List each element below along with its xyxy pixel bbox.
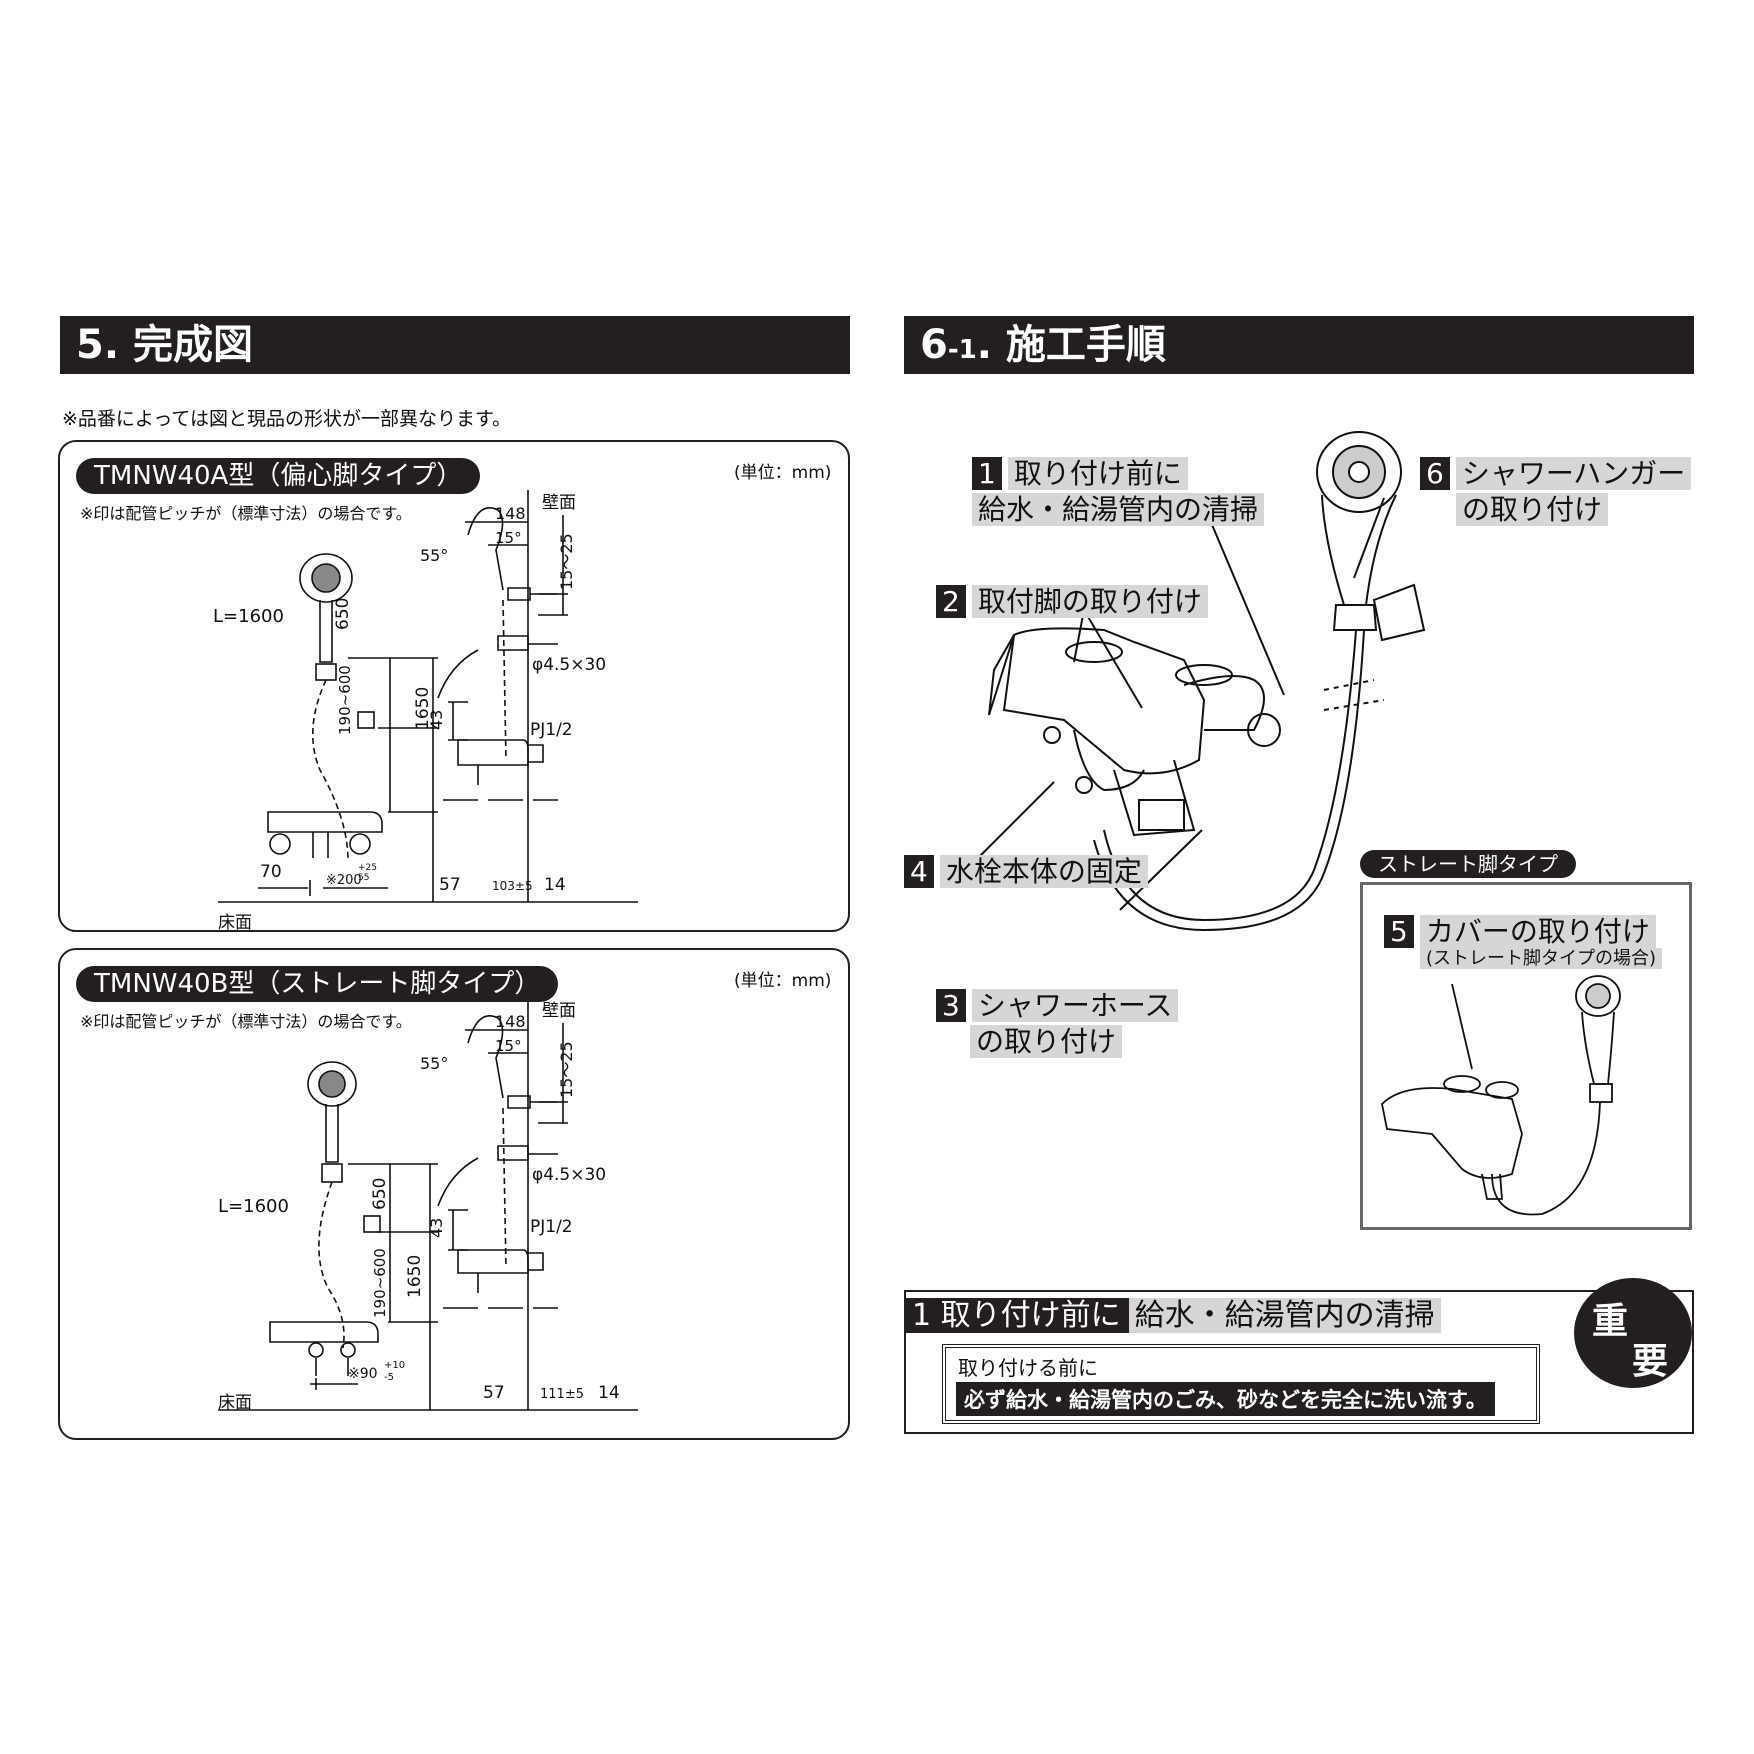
step4-line1: 水栓本体の固定: [939, 855, 1148, 888]
step5-line2-wrap: (ストレート脚タイプの場合): [1420, 944, 1663, 970]
panel-a-drawing: 壁面 床面 L=1600 650 190~600 1650 70 ※200 +2…: [213, 490, 638, 932]
b-15deg: 15°: [495, 1037, 522, 1055]
a-650: 650: [333, 598, 353, 630]
b-screw: φ4.5×30: [532, 1165, 606, 1185]
b-pitch: ※90: [348, 1366, 378, 1382]
panel-b-note: ※印は配管ピッチが（標準寸法）の場合です。: [80, 1012, 412, 1031]
assembly-drawing: [973, 431, 1426, 932]
b-111: 111±5: [540, 1387, 584, 1402]
b-15-25: 15～25: [557, 1041, 576, 1098]
a-hose: L=1600: [213, 606, 284, 627]
a-1650: 1650: [413, 687, 433, 730]
important-num: 1: [912, 1298, 932, 1333]
step6-num: 6: [1420, 457, 1450, 490]
step5-line2: (ストレート脚タイプの場合): [1420, 948, 1663, 969]
important-head2: 給水・給湯管内の清掃: [1128, 1298, 1441, 1333]
straight-inset-drawing: [1381, 975, 1621, 1216]
step1-line1: 取り付け前に: [1007, 457, 1188, 490]
step1-line2-wrap: 給水・給湯管内の清掃: [972, 488, 1265, 528]
a-floor: 床面: [218, 913, 252, 932]
panel-b-model: TMNW40B型（ストレート脚タイプ）: [76, 966, 559, 1002]
b-650: 650: [370, 1178, 390, 1210]
important-text2: 必ず給水・給湯管内のごみ、砂などを完全に洗い流す。: [956, 1382, 1495, 1416]
b-pitch-dn: -5: [384, 1372, 394, 1383]
section6-title-rest: . 施工手順: [976, 322, 1166, 368]
a-57: 57: [439, 875, 461, 895]
a-15deg: 15°: [495, 529, 522, 547]
section6-title-sub: -1: [947, 335, 977, 365]
section5-title: 5. 完成図: [76, 322, 253, 368]
important-head-left: 1 取り付け前に: [904, 1298, 1129, 1333]
a-screw: φ4.5×30: [532, 655, 606, 675]
b-hose: L=1600: [218, 1196, 289, 1217]
panel-a: [58, 440, 850, 932]
important-inner: [942, 1344, 1540, 1424]
step6-line1: シャワーハンガー: [1455, 457, 1692, 490]
straight-tag: ストレート脚タイプ: [1360, 850, 1576, 878]
a-wall: 壁面: [542, 493, 576, 513]
a-14: 14: [544, 875, 566, 895]
section6-title-main: 6: [920, 322, 948, 368]
b-43: 43: [427, 1218, 446, 1238]
step6-line2: の取り付け: [1456, 493, 1609, 526]
a-55deg: 55°: [420, 546, 448, 565]
important-head: 1 取り付け前に給水・給湯管内の清掃: [904, 1290, 1441, 1334]
a-148: 148: [495, 504, 526, 523]
step4-num: 4: [904, 855, 934, 888]
a-pitch: ※200: [326, 873, 362, 888]
b-1650: 1650: [405, 1255, 425, 1298]
step2-num: 2: [936, 585, 966, 618]
important-text1: 取り付ける前に: [958, 1356, 1098, 1380]
b-148: 148: [495, 1012, 526, 1031]
b-55deg: 55°: [420, 1054, 448, 1073]
step6-line2-wrap: の取り付け: [1456, 488, 1609, 528]
b-wall: 壁面: [542, 1001, 576, 1021]
b-14: 14: [598, 1383, 620, 1403]
panel-a-model: TMNW40A型（偏心脚タイプ）: [76, 458, 481, 494]
important-badge1: 重: [1592, 1301, 1629, 1342]
a-103: 103±5: [492, 879, 533, 893]
a-70: 70: [260, 862, 282, 882]
section6-header: 6-1. 施工手順: [904, 316, 1694, 374]
a-pitch-up: +25: [358, 863, 377, 873]
step3-line2-wrap: の取り付け: [970, 1020, 1123, 1060]
b-pj: PJ1/2: [530, 1217, 573, 1237]
step5-num: 5: [1384, 915, 1414, 948]
step1-line2: 給水・給湯管内の清掃: [972, 493, 1265, 526]
a-pitch-dn: 55: [358, 873, 369, 883]
important-head1: 取り付け前に: [940, 1298, 1121, 1333]
a-43: 43: [427, 710, 446, 730]
important-badge2: 要: [1632, 1341, 1669, 1382]
step3-num: 3: [936, 989, 966, 1022]
section5-header: 5. 完成図: [60, 316, 850, 374]
b-floor: 床面: [218, 1393, 252, 1413]
panel-a-unit: (単位：mm): [734, 463, 832, 483]
step3-line1: シャワーホース: [971, 989, 1179, 1022]
panel-a-note: ※印は配管ピッチが（標準寸法）の場合です。: [80, 504, 412, 523]
b-pitch-up: +10: [384, 1360, 405, 1371]
b-57: 57: [483, 1383, 505, 1403]
a-190: 190~600: [336, 665, 354, 735]
important-box: [904, 1290, 1694, 1434]
panel-b-drawing: 壁面 床面 L=1600 650 190~600 1650 ※90 +10 -5…: [218, 998, 638, 1413]
section5-note: ※品番によっては図と現品の形状が一部異なります。: [62, 408, 512, 430]
a-pj: PJ1/2: [530, 720, 573, 740]
panel-b: [58, 948, 850, 1440]
step1-num: 1: [972, 457, 1002, 490]
step2-line1: 取付脚の取り付け: [971, 585, 1208, 618]
b-190: 190~600: [371, 1248, 389, 1318]
important-badge: 重 要: [1574, 1278, 1692, 1388]
step5-line1: カバーの取り付け: [1419, 915, 1656, 948]
straight-inset: [1360, 882, 1692, 1230]
a-15-25: 15～25: [557, 533, 576, 590]
panel-b-unit: (単位：mm): [734, 971, 832, 991]
step3-line2: の取り付け: [970, 1025, 1123, 1058]
